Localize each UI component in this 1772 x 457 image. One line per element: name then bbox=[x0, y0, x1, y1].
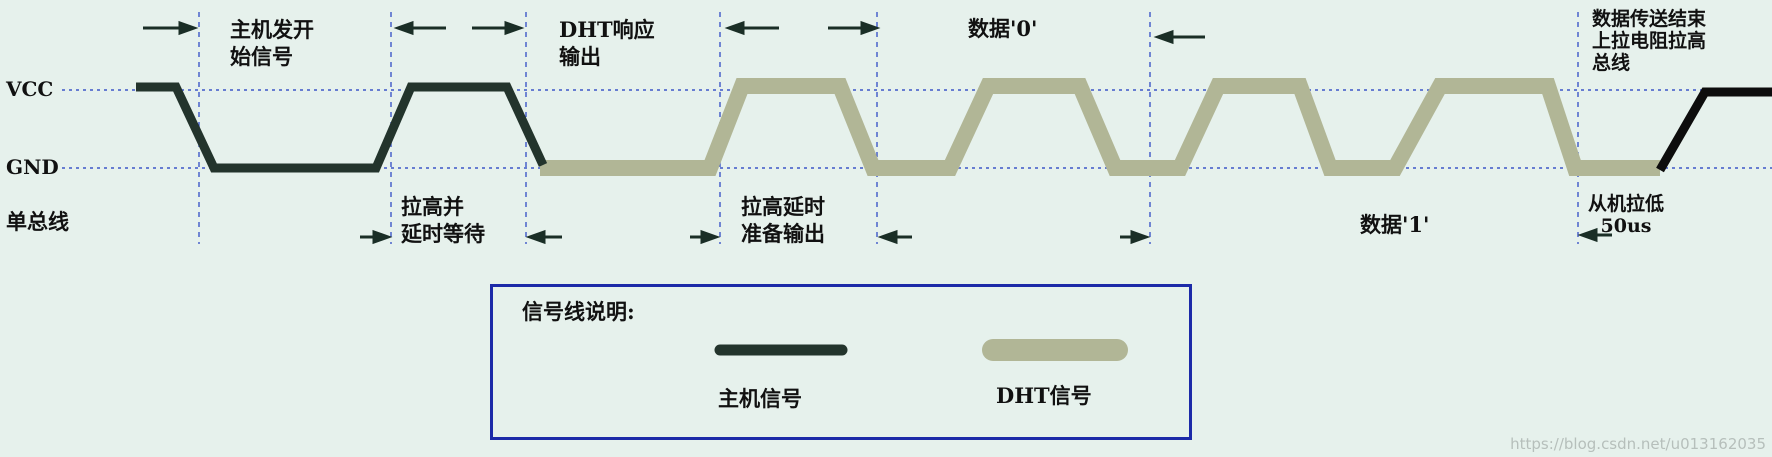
vcc-label: VCC bbox=[6, 77, 54, 101]
legend-title: 信号线说明: bbox=[522, 299, 635, 324]
arrow-left bbox=[724, 20, 779, 36]
pullup-wait-label: 拉高并 延时等待 bbox=[401, 194, 485, 246]
timing-arrows bbox=[143, 20, 1612, 245]
legend-dht-label: DHT信号 bbox=[996, 383, 1092, 408]
arrow-right bbox=[690, 229, 721, 245]
slave-low-label: 从机拉低 50us bbox=[1588, 193, 1665, 237]
phase-dividers bbox=[198, 12, 1579, 244]
arrow-right bbox=[360, 229, 393, 245]
dht-signal-waveform bbox=[540, 78, 1660, 176]
arrow-left bbox=[525, 229, 562, 245]
pullup-prepare-label: 拉高延时 准备输出 bbox=[741, 194, 825, 246]
arrow-left bbox=[877, 229, 912, 245]
data-zero-label: 数据'0' bbox=[968, 16, 1038, 41]
data-one-label: 数据'1' bbox=[1360, 212, 1430, 237]
legend-host-label: 主机信号 bbox=[718, 386, 802, 411]
end-label: 数据传送结束 上拉电阻拉高 总线 bbox=[1592, 8, 1707, 74]
arrow-left bbox=[1577, 227, 1612, 243]
bus-label: 单总线 bbox=[6, 209, 69, 234]
arrow-left bbox=[1153, 29, 1205, 45]
host-signal-waveform bbox=[136, 82, 548, 173]
arrow-left bbox=[393, 20, 446, 36]
host-start-label: 主机发开 始信号 bbox=[230, 17, 314, 69]
arrow-right bbox=[828, 20, 881, 36]
host-signal-end bbox=[1656, 87, 1772, 173]
arrow-right bbox=[472, 20, 525, 36]
signal-legend bbox=[490, 284, 1192, 440]
dht-response-label: DHT响应 输出 bbox=[559, 17, 655, 69]
arrow-right bbox=[143, 20, 199, 36]
arrow-right bbox=[1120, 229, 1151, 245]
gnd-label: GND bbox=[6, 155, 59, 179]
watermark: https://blog.csdn.net/u013162035 bbox=[1510, 435, 1766, 453]
